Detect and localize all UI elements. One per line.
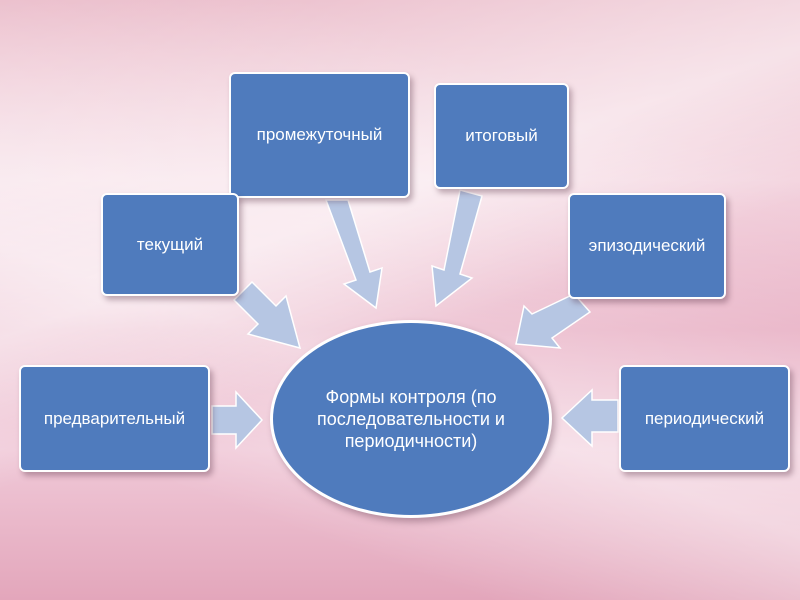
arrow-predvaritelny xyxy=(211,390,264,450)
node-periodichesky-label: периодический xyxy=(644,408,765,428)
node-itogovy: итоговый xyxy=(434,83,569,189)
arrow-tekushchy xyxy=(232,280,302,350)
node-epizodichesky-label: эпизодический xyxy=(588,236,706,255)
node-predvaritelny-label: предварительный xyxy=(43,408,186,428)
node-promezhutochny: промежуточный xyxy=(229,72,410,198)
arrow-promezhutochny xyxy=(324,199,383,310)
arrow-epizodichesky xyxy=(515,293,592,349)
node-predvaritelny: предварительный xyxy=(19,365,210,472)
arrow-periodichesky xyxy=(560,388,619,448)
node-epizodichesky: эпизодический xyxy=(568,193,726,299)
center-label: Формы контроля (по последовательности и … xyxy=(316,387,505,451)
node-tekushchy: текущий xyxy=(101,193,239,296)
node-periodichesky: периодический xyxy=(619,365,790,472)
node-promezhutochny-label: промежуточный xyxy=(256,125,383,144)
node-tekushchy-label: текущий xyxy=(136,234,204,254)
node-itogovy-label: итоговый xyxy=(465,126,538,145)
arrow-itogovy xyxy=(431,189,483,308)
center-ellipse: Формы контроля (по последовательности и … xyxy=(270,320,552,518)
